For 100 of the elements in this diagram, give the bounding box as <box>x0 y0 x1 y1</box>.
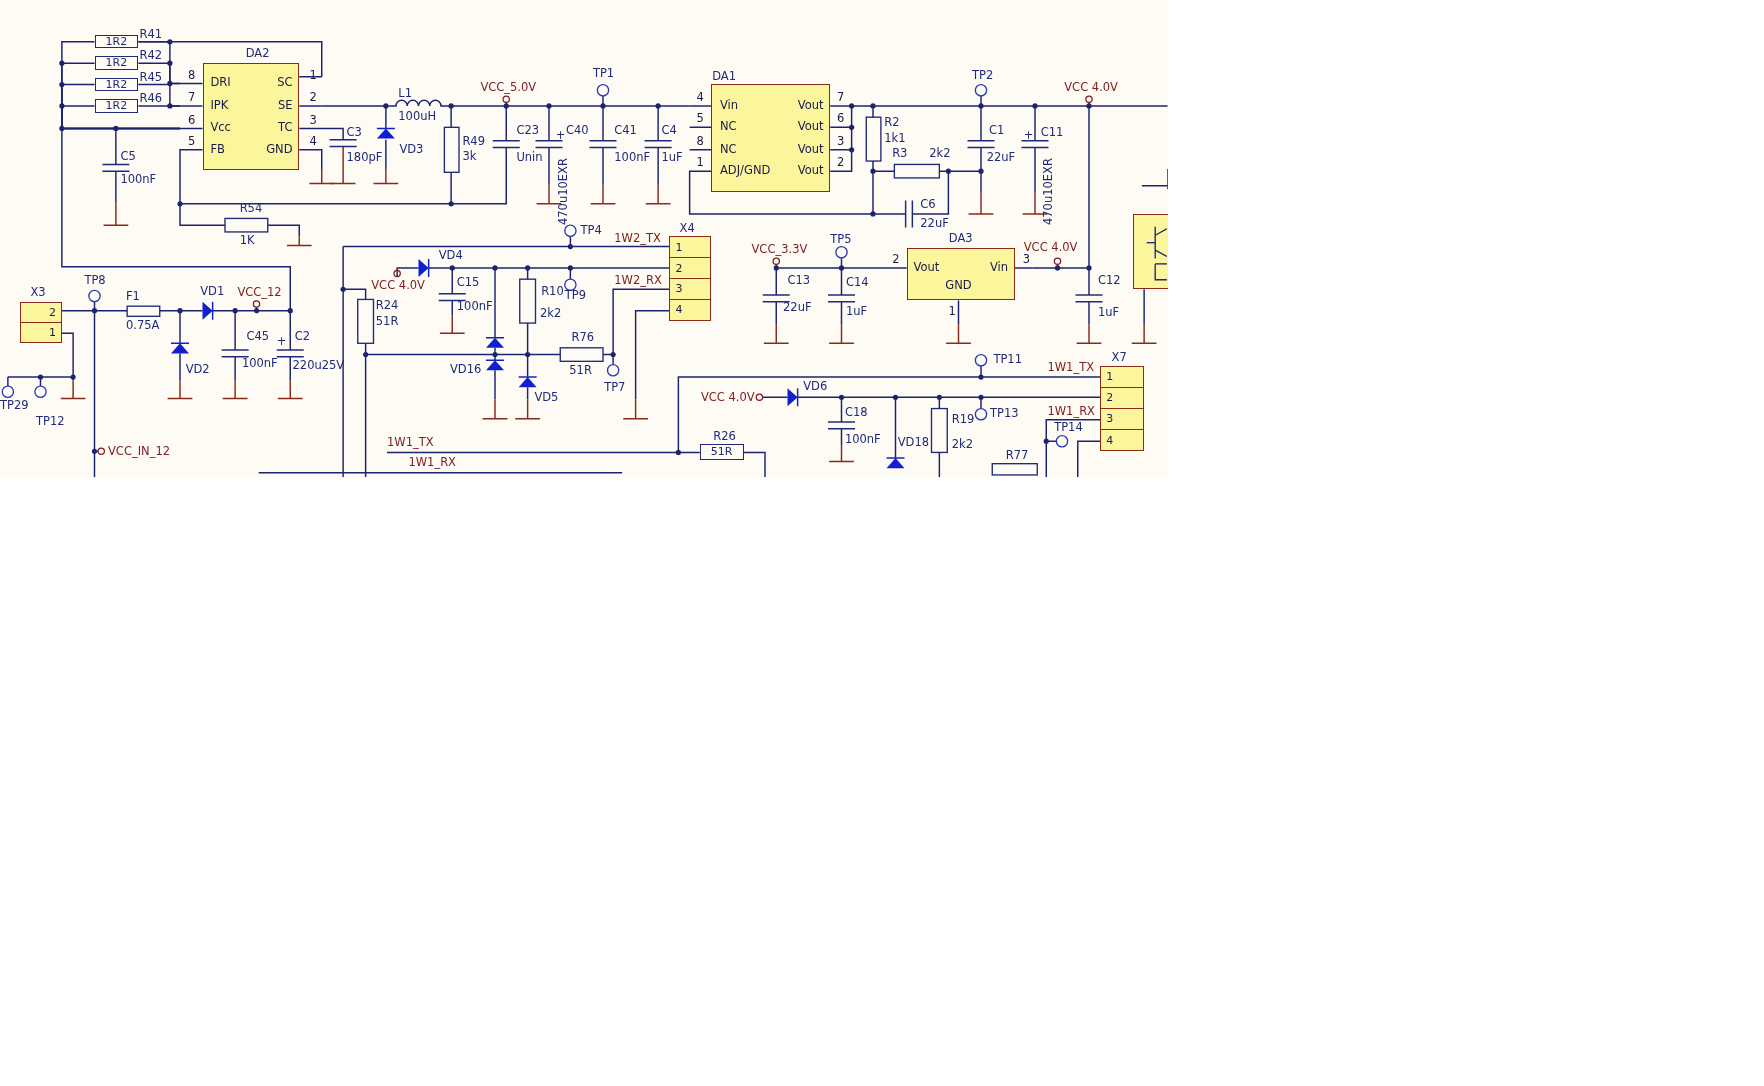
ref-designator: X7 <box>1111 349 1127 364</box>
test-point-label: TP2 <box>972 67 994 82</box>
ref-designator: C6 <box>920 196 936 211</box>
net-label: VCC_12 <box>237 284 282 299</box>
ref-designator: L1 <box>398 85 412 100</box>
test-point-label: TP12 <box>36 414 65 428</box>
component-value: 22uF <box>986 149 1016 164</box>
component-value: 1K <box>239 232 255 247</box>
pin-number: 2 <box>20 301 62 323</box>
pin-name: Vout <box>797 141 824 156</box>
ref-designator: R41 <box>139 27 163 41</box>
net-label: VCC_5.0V <box>480 79 537 94</box>
ref-designator: C15 <box>456 274 480 289</box>
component-value: 1k1 <box>884 130 906 145</box>
pin-number: 1 <box>696 155 704 170</box>
pin-number: 7 <box>187 90 196 104</box>
pin-name: IPK <box>210 97 229 112</box>
pin-number: 1 <box>1100 365 1145 388</box>
wire <box>677 376 1101 454</box>
component-value: 1uF <box>661 149 683 164</box>
ref-designator: R3 <box>892 146 908 161</box>
pin-name: SE <box>277 97 293 112</box>
component-value: 100uH <box>398 109 437 124</box>
ref-designator: C40 <box>565 122 589 137</box>
component-value: 51R <box>569 363 592 378</box>
ref-designator: R45 <box>139 69 163 84</box>
wire <box>137 62 181 85</box>
wire <box>137 105 181 107</box>
net-label: VCC 4.0V <box>700 390 755 405</box>
ref-designator: R2 <box>884 114 900 129</box>
polarity-mark: + <box>276 334 287 349</box>
ref-designator: R19 <box>951 411 975 426</box>
net-label: VCC_IN_12 <box>108 444 171 459</box>
pin-number: 3 <box>1100 408 1145 430</box>
test-point-label: TP14 <box>1054 419 1083 434</box>
test-point-label: TP5 <box>830 231 852 246</box>
ref-designator: DA1 <box>712 68 736 83</box>
ref-designator: VD18 <box>897 435 930 450</box>
pin-name: SC <box>277 75 293 90</box>
ref-designator: C45 <box>246 328 270 343</box>
ref-designator: R26 <box>713 428 736 443</box>
net-label: VCC 4.0V <box>371 277 425 292</box>
pin-number: 1 <box>309 67 317 82</box>
component-value: 1uF <box>1098 304 1120 319</box>
pin-number: 6 <box>187 112 196 127</box>
ref-designator: R76 <box>571 329 595 344</box>
ref-designator: C2 <box>294 328 311 343</box>
pin-name: NC <box>720 119 737 134</box>
ref-designator: R49 <box>462 133 485 148</box>
ref-designator: R77 <box>1005 447 1029 462</box>
resistor-symbol: 1R2 <box>94 99 139 113</box>
ref-designator: X3 <box>30 284 46 299</box>
ref-designator: VD2 <box>185 362 210 377</box>
ref-designator: VD6 <box>803 379 828 394</box>
resistor-symbol: 51R <box>699 444 744 461</box>
component-value: 470u10EXR <box>1040 157 1055 225</box>
component-value: 100nF <box>844 432 881 446</box>
ref-designator: C3 <box>346 124 362 139</box>
ref-designator: VD5 <box>534 390 559 405</box>
pin-number: 1 <box>669 236 711 259</box>
net-label: VCC_3.3V <box>751 241 808 256</box>
wire <box>321 99 691 107</box>
pin-number: 2 <box>837 155 845 170</box>
pin-name: ADJ/GND <box>720 163 771 178</box>
pin-name: Vin <box>989 259 1008 274</box>
pin-name: GND <box>266 141 293 156</box>
pin-name: Vin <box>720 97 739 112</box>
ref-designator: C12 <box>1098 273 1121 288</box>
polarity-mark: + <box>555 128 566 143</box>
ref-designator: C4 <box>661 122 677 137</box>
test-point-label: TP1 <box>592 66 615 81</box>
pin-number: 4 <box>669 299 711 321</box>
component-value: 100nF <box>456 299 493 314</box>
ref-designator: VD16 <box>450 362 482 377</box>
pin-number: 3 <box>309 112 317 127</box>
wire <box>61 105 181 130</box>
component-value: 22uF <box>920 216 949 230</box>
ref-designator: X4 <box>679 220 695 235</box>
component-value: 100nF <box>120 172 157 187</box>
ref-designator: DA2 <box>245 46 270 61</box>
pin-number: 2 <box>669 258 711 279</box>
component-value: 2k2 <box>540 306 562 320</box>
net-label: VCC 4.0V <box>1064 79 1118 94</box>
pin-number: 2 <box>892 252 900 266</box>
pin-number: 4 <box>1100 430 1145 452</box>
resistor-symbol: 1R2 <box>94 56 139 70</box>
component-value: 3k <box>462 148 477 163</box>
pin-number: 1 <box>20 322 62 344</box>
pin-name: TC <box>278 120 293 135</box>
ref-designator: C1 <box>988 122 1005 137</box>
ref-designator: R46 <box>139 91 163 106</box>
net-label: 1W2_TX <box>614 230 661 245</box>
component-value: 180pF <box>346 149 383 164</box>
ref-designator: VD4 <box>438 247 463 262</box>
net-label: VCC 4.0V <box>1023 239 1078 254</box>
test-point-label: TP9 <box>564 288 587 302</box>
pin-number: 3 <box>669 278 711 300</box>
ref-designator: C18 <box>844 405 868 419</box>
test-point-label: TP8 <box>84 273 106 288</box>
component-value: 2k2 <box>951 436 974 451</box>
